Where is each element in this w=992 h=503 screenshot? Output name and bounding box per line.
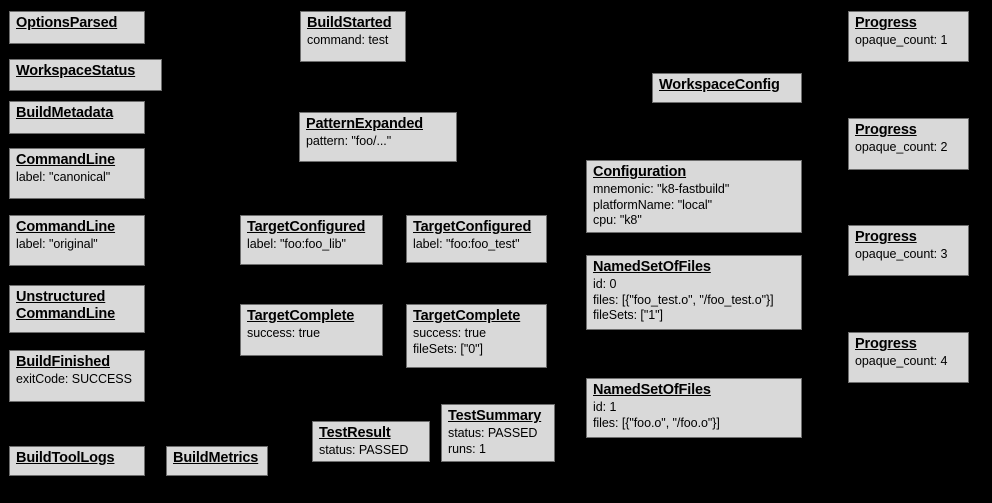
- node-field: label: "foo:foo_lib": [247, 237, 346, 251]
- node-field: success: true: [413, 326, 486, 340]
- node-title: BuildStarted: [307, 15, 392, 31]
- node-field: command: test: [307, 33, 389, 47]
- node-title: TestResult: [319, 425, 391, 441]
- node-build-tool-logs[interactable]: BuildToolLogs: [9, 446, 145, 476]
- node-title: BuildFinished: [16, 354, 110, 370]
- node-workspace-status[interactable]: WorkspaceStatus: [9, 59, 162, 91]
- node-field: opaque_count: 3: [855, 247, 948, 261]
- node-title: Progress: [855, 122, 917, 138]
- node-title: TargetComplete: [247, 308, 355, 324]
- node-progress-3[interactable]: Progress opaque_count: 3: [848, 225, 969, 276]
- node-options-parsed[interactable]: OptionsParsed: [9, 11, 145, 44]
- node-target-complete-lib[interactable]: TargetComplete success: true: [240, 304, 383, 356]
- node-title: NamedSetOfFiles: [593, 382, 711, 398]
- node-title: CommandLine: [16, 152, 116, 168]
- node-title: BuildMetrics: [173, 450, 259, 466]
- node-command-line-canonical[interactable]: CommandLine label: "canonical": [9, 148, 145, 199]
- node-field: platformName: "local": [593, 197, 712, 212]
- node-field: label: "foo:foo_test": [413, 237, 520, 251]
- node-title: NamedSetOfFiles: [593, 259, 711, 275]
- node-field: opaque_count: 4: [855, 354, 948, 368]
- node-title: WorkspaceStatus: [16, 63, 136, 79]
- node-field: id: 1: [593, 400, 617, 414]
- node-title: TargetConfigured: [247, 219, 366, 235]
- node-field: fileSets: ["1"]: [593, 308, 663, 322]
- node-field: status: PASSED: [319, 443, 409, 457]
- node-fields: mnemonic: "k8-fastbuild"platformName: "l…: [593, 182, 795, 229]
- node-target-configured-foo-test[interactable]: TargetConfigured label: "foo:foo_test": [406, 215, 547, 263]
- node-target-configured-foo-lib[interactable]: TargetConfigured label: "foo:foo_lib": [240, 215, 383, 265]
- node-fields: opaque_count: 1: [855, 33, 962, 49]
- node-fields: label: "original": [16, 237, 138, 253]
- node-unstructured-command-line[interactable]: Unstructured CommandLine: [9, 285, 145, 333]
- node-command-line-original[interactable]: CommandLine label: "original": [9, 215, 145, 266]
- node-pattern-expanded[interactable]: PatternExpanded pattern: "foo/...": [299, 112, 457, 162]
- node-title: TestSummary: [448, 408, 542, 424]
- node-field: opaque_count: 1: [855, 33, 948, 47]
- node-test-result[interactable]: TestResult status: PASSED: [312, 421, 430, 462]
- node-field: cpu: "k8": [593, 213, 642, 227]
- node-field: success: true: [247, 326, 320, 340]
- node-fields: opaque_count: 4: [855, 354, 962, 370]
- node-build-metadata[interactable]: BuildMetadata: [9, 101, 145, 134]
- node-field: fileSets: ["0"]: [413, 341, 483, 356]
- node-title: Progress: [855, 336, 917, 352]
- node-progress-4[interactable]: Progress opaque_count: 4: [848, 332, 969, 383]
- node-title: Progress: [855, 15, 917, 31]
- node-title: OptionsParsed: [16, 15, 118, 31]
- node-progress-2[interactable]: Progress opaque_count: 2: [848, 118, 969, 170]
- node-build-started[interactable]: BuildStarted command: test: [300, 11, 406, 62]
- node-title: BuildMetadata: [16, 105, 114, 121]
- node-title: BuildToolLogs: [16, 450, 115, 466]
- node-fields: success: true: [247, 326, 376, 342]
- node-field: label: "canonical": [16, 170, 111, 184]
- node-fields: opaque_count: 3: [855, 247, 962, 263]
- node-field: runs: 1: [448, 441, 486, 456]
- node-field: opaque_count: 2: [855, 140, 948, 154]
- node-title: TargetComplete: [413, 308, 521, 324]
- node-fields: label: "canonical": [16, 170, 138, 186]
- node-fields: label: "foo:foo_lib": [247, 237, 376, 253]
- node-field: mnemonic: "k8-fastbuild": [593, 182, 730, 196]
- node-title: CommandLine: [16, 219, 116, 235]
- node-field: exitCode: SUCCESS: [16, 372, 132, 386]
- node-workspace-config[interactable]: WorkspaceConfig: [652, 73, 802, 103]
- node-fields: opaque_count: 2: [855, 140, 962, 156]
- node-fields: status: PASSED: [319, 443, 423, 459]
- node-fields: pattern: "foo/...": [306, 134, 450, 150]
- node-field: status: PASSED: [448, 426, 538, 440]
- node-field: files: [{"foo.o", "/foo.o"}]: [593, 415, 720, 430]
- node-fields: exitCode: SUCCESS: [16, 372, 138, 388]
- node-fields: label: "foo:foo_test": [413, 237, 540, 253]
- node-configuration[interactable]: Configuration mnemonic: "k8-fastbuild"pla…: [586, 160, 802, 233]
- node-title: WorkspaceConfig: [659, 77, 780, 93]
- node-title: Unstructured CommandLine: [16, 289, 116, 322]
- node-title: Progress: [855, 229, 917, 245]
- node-progress-1[interactable]: Progress opaque_count: 1: [848, 11, 969, 62]
- node-field: id: 0: [593, 277, 617, 291]
- node-title: TargetConfigured: [413, 219, 532, 235]
- node-fields: command: test: [307, 33, 399, 49]
- node-title: Configuration: [593, 164, 687, 180]
- node-build-metrics[interactable]: BuildMetrics: [166, 446, 268, 476]
- node-field: label: "original": [16, 237, 98, 251]
- node-field: pattern: "foo/...": [306, 134, 392, 148]
- node-field: files: [{"foo_test.o", "/foo_test.o"}]: [593, 292, 774, 307]
- node-build-finished[interactable]: BuildFinished exitCode: SUCCESS: [9, 350, 145, 402]
- node-title: PatternExpanded: [306, 116, 423, 132]
